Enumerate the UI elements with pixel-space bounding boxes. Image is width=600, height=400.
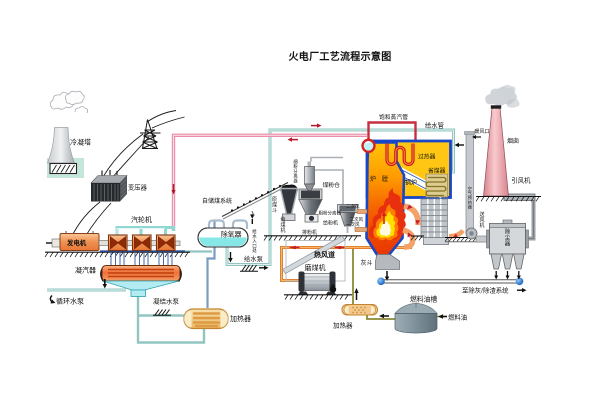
svg-text:燃料油槽: 燃料油槽 [410,295,437,304]
svg-text:二次风: 二次风 [346,203,360,210]
svg-text:变压器: 变压器 [128,183,148,192]
svg-text:过热器: 过热器 [418,153,436,161]
svg-text:自储煤系统: 自储煤系统 [202,197,232,205]
svg-text:给水管: 给水管 [425,121,444,130]
svg-text:给煤机: 给煤机 [280,216,285,234]
svg-text:锅炉: 锅炉 [405,179,417,187]
svg-text:原煤斗: 原煤斗 [272,197,277,214]
svg-text:给水入口处: 给水入口处 [252,228,257,254]
svg-text:饱和蒸汽管: 饱和蒸汽管 [379,113,408,121]
svg-text:灰斗: 灰斗 [361,259,373,267]
svg-text:送风机: 送风机 [479,211,484,229]
svg-text:给粉机: 给粉机 [323,220,338,227]
svg-text:一次风: 一次风 [346,221,360,228]
svg-text:凝汽器: 凝汽器 [75,266,96,275]
svg-text:排粉机: 排粉机 [302,229,317,236]
svg-text:膛: 膛 [382,175,388,183]
svg-text:加热器: 加热器 [333,321,353,330]
svg-text:烟囱: 烟囱 [507,137,519,145]
svg-text:引风机: 引风机 [512,176,532,185]
svg-text:煤粉仓: 煤粉仓 [323,181,341,189]
svg-text:空气预热器: 空气预热器 [468,185,473,210]
svg-text:加热器: 加热器 [230,314,251,323]
svg-text:暖风口: 暖风口 [475,128,490,135]
svg-text:粗粉分离器: 粗粉分离器 [319,210,342,217]
svg-text:循环水泵: 循环水泵 [56,297,84,306]
svg-text:细粉分离器: 细粉分离器 [293,159,298,185]
svg-text:火电厂工艺流程示意图: 火电厂工艺流程示意图 [289,50,392,63]
svg-text:除尘器: 除尘器 [505,228,511,248]
svg-text:磨煤机: 磨煤机 [305,263,326,272]
svg-text:除氧器: 除氧器 [221,230,242,239]
svg-text:凝结水泵: 凝结水泵 [153,297,180,306]
svg-text:炉: 炉 [370,175,376,183]
svg-text:汽轮机: 汽轮机 [131,215,152,224]
svg-text:至除灰/除渣系统: 至除灰/除渣系统 [462,286,509,295]
svg-text:发电机: 发电机 [66,238,87,247]
svg-text:燃料油: 燃料油 [448,313,467,322]
svg-text:冷凝塔: 冷凝塔 [70,138,91,147]
svg-text:二次风: 二次风 [350,216,364,223]
svg-text:热风道: 热风道 [314,250,335,259]
svg-text:省煤器: 省煤器 [428,167,446,175]
svg-text:给水泵: 给水泵 [244,254,264,263]
